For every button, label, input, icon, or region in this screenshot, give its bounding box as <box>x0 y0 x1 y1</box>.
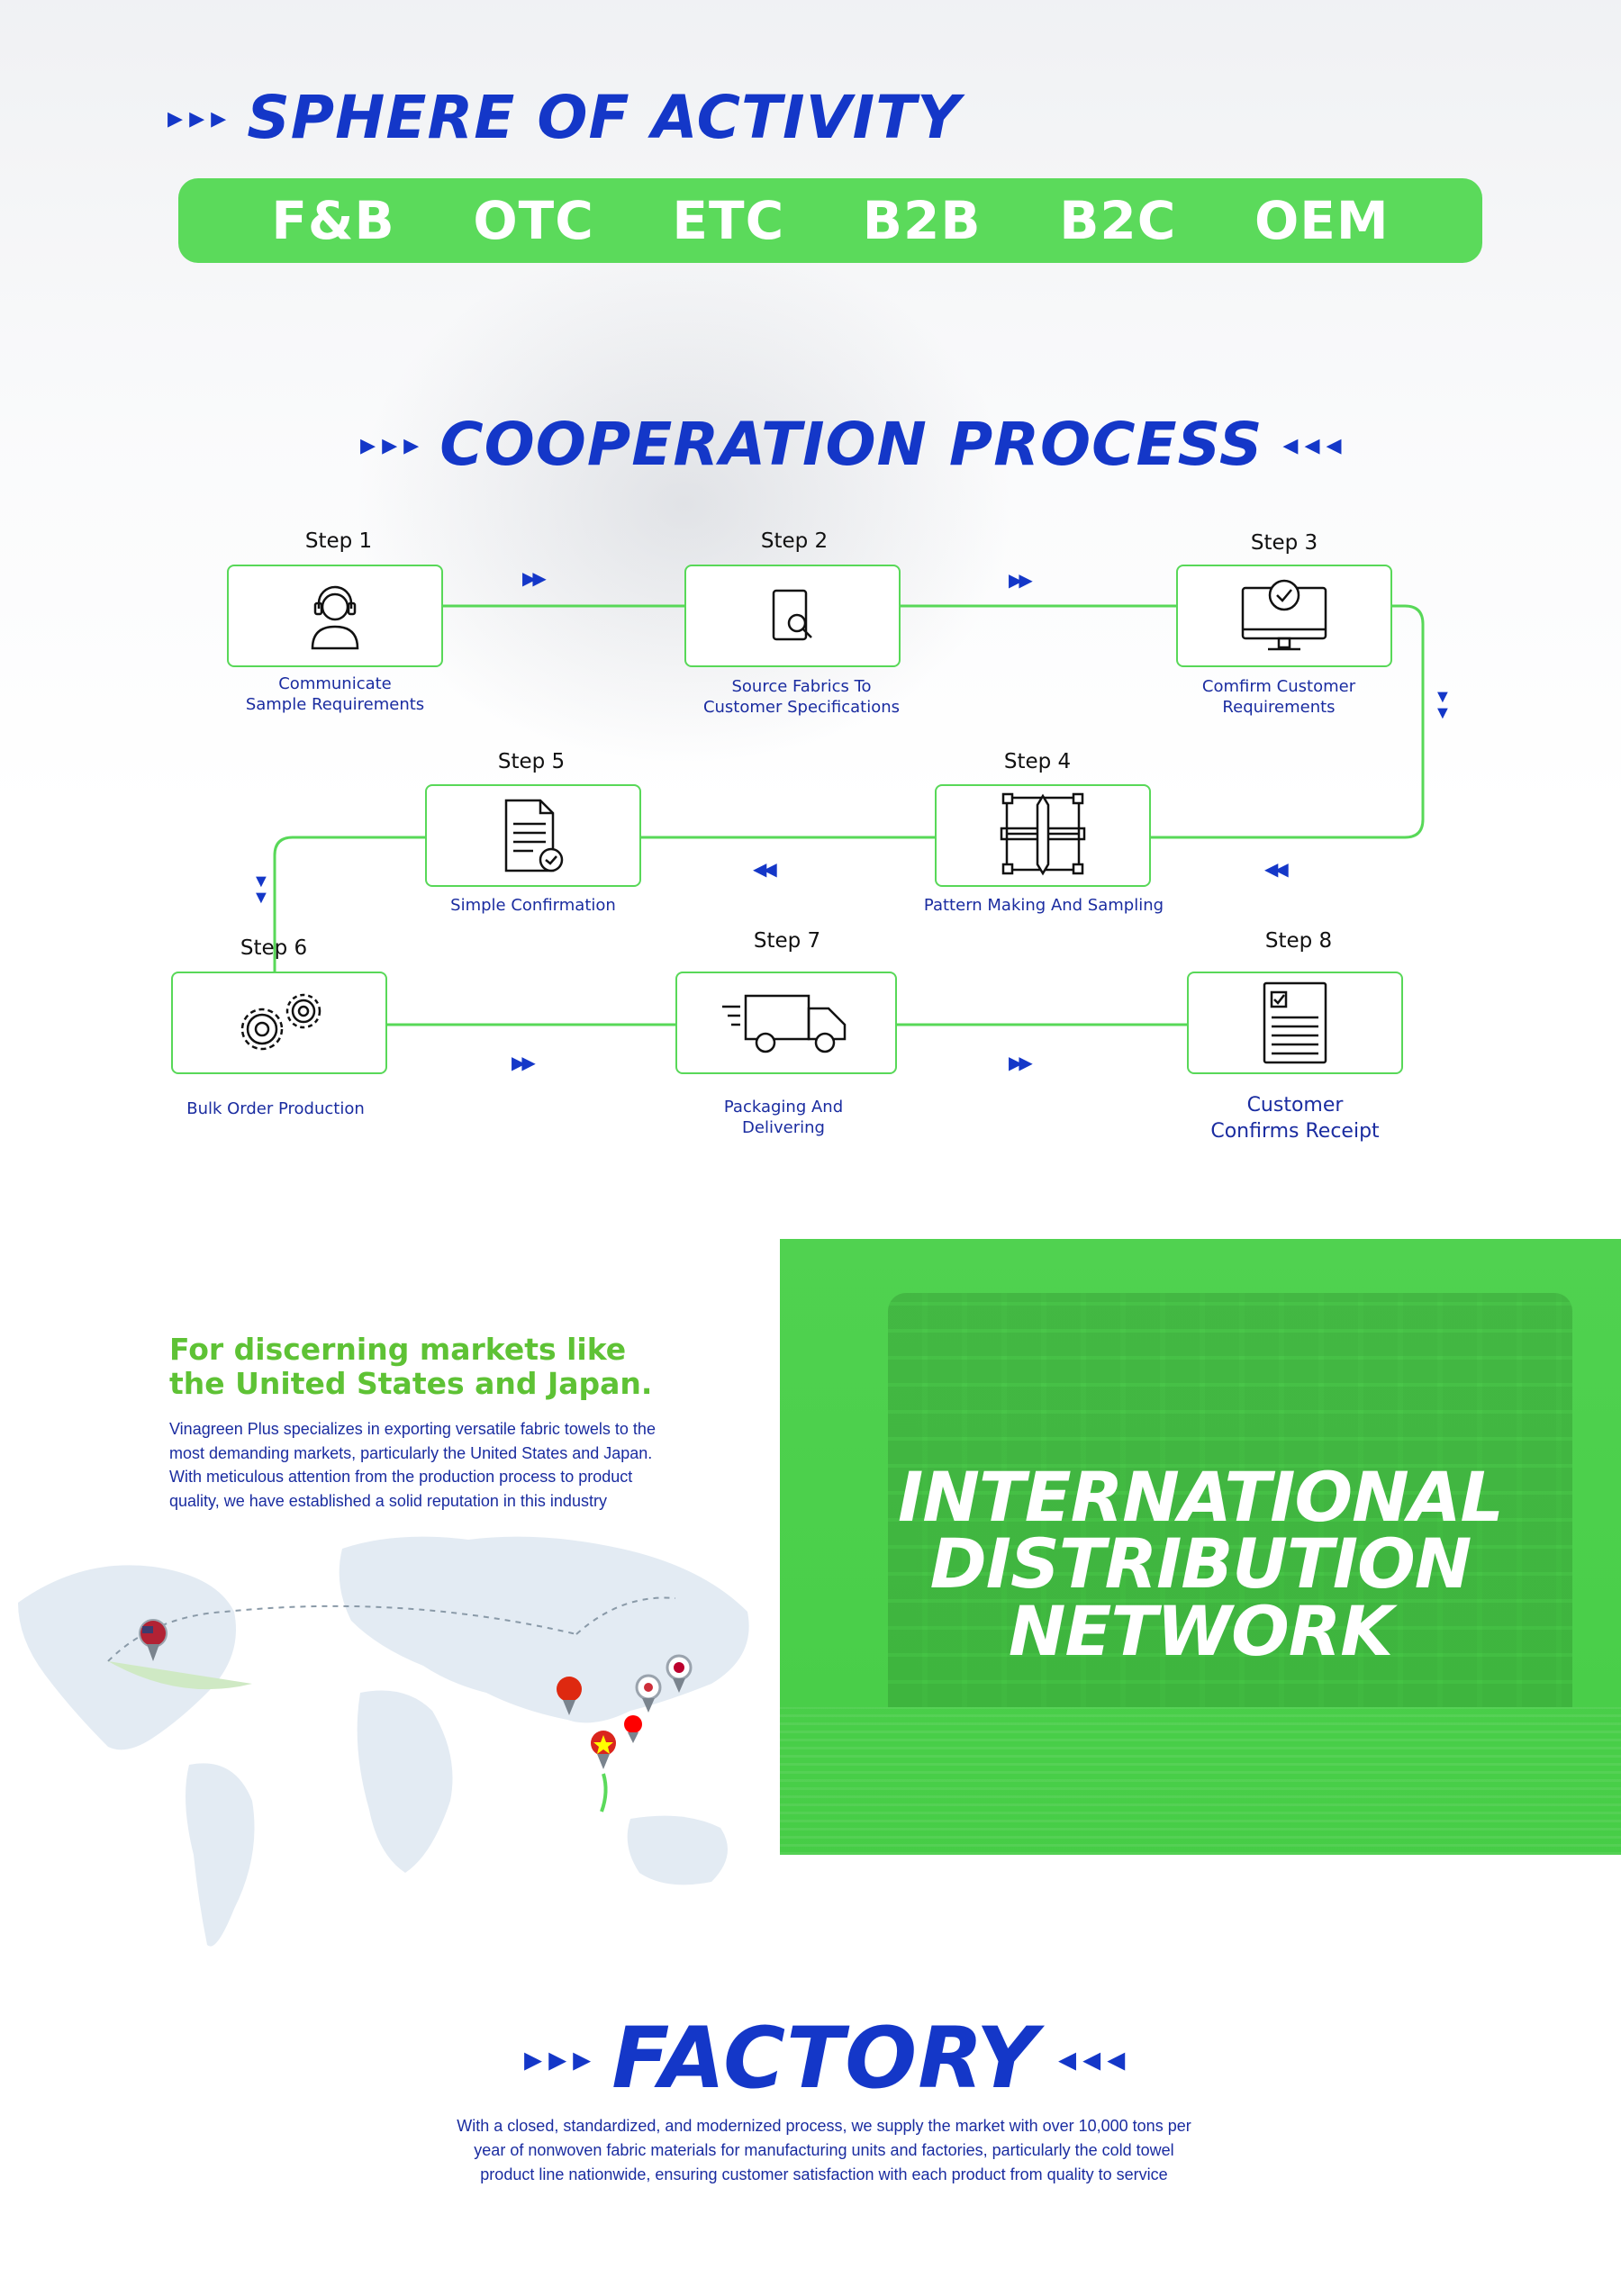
step-3-title: Step 3 <box>1250 531 1318 555</box>
step-7-title: Step 7 <box>753 929 821 953</box>
step-4-title: Step 4 <box>1003 750 1072 773</box>
step-2-box <box>684 565 901 667</box>
step-7-box <box>675 972 897 1074</box>
step-1-box <box>227 565 443 667</box>
activity-item-b2c: B2C <box>1059 190 1177 251</box>
markets-text: Vinagreen Plus specializes in exporting … <box>169 1420 656 1510</box>
cooperation-heading: ▸▸▸ COOPERATION PROCESS ◂◂◂ <box>360 410 1343 479</box>
gears-icon <box>240 993 321 1051</box>
water-background <box>780 1707 1621 1855</box>
headset-person-icon <box>311 585 359 650</box>
flow-arrow-down-icon: ▼▼ <box>252 872 270 908</box>
markets-title: For discerning markets like the United S… <box>169 1332 653 1401</box>
flow-arrow-right-icon: ▶▶ <box>512 1053 536 1073</box>
flow-arrow-right-icon: ▶▶ <box>1009 1053 1033 1073</box>
factory-text: With a closed, standardized, and moderni… <box>457 2117 1191 2183</box>
step-8-title: Step 8 <box>1264 929 1333 953</box>
chevron-right-icon: ▸▸▸ <box>168 99 228 136</box>
step-5-label: Simple Confirmation <box>450 896 616 915</box>
design-tools-icon <box>1000 792 1086 876</box>
distribution-title-line1: INTERNATIONAL <box>898 1457 1504 1537</box>
document-search-icon <box>772 589 812 641</box>
step-8-box <box>1187 972 1403 1074</box>
world-map <box>18 1536 749 1947</box>
chevron-left-icon: ◂◂◂ <box>1058 2038 1127 2080</box>
step-4-box <box>935 784 1151 887</box>
distribution-title-line2: DISTRIBUTION <box>929 1523 1472 1604</box>
chevron-right-icon: ▸▸▸ <box>360 426 421 463</box>
delivery-truck-icon <box>722 994 847 1053</box>
activity-item-b2b: B2B <box>862 190 982 251</box>
activity-item-fb: F&B <box>271 190 395 251</box>
flow-arrow-right-icon: ▶▶ <box>522 569 547 589</box>
distribution-title-line3: NETWORK <box>1008 1590 1393 1671</box>
chevron-right-icon: ▸▸▸ <box>524 2038 593 2080</box>
step-5-box <box>425 784 641 887</box>
step-2-title: Step 2 <box>760 529 829 553</box>
flow-arrow-left-icon: ◀◀ <box>753 860 777 880</box>
activity-bar: F&B OTC ETC B2B B2C OEM <box>178 178 1482 263</box>
sphere-title: SPHERE OF ACTIVITY <box>247 83 962 152</box>
factory-title: FACTORY <box>611 2010 1039 2108</box>
monitor-check-icon <box>1241 579 1327 651</box>
checklist-clipboard-icon <box>1263 981 1327 1064</box>
activity-item-etc: ETC <box>672 190 785 251</box>
flow-arrow-left-icon: ◀◀ <box>1264 860 1289 880</box>
step-6-title: Step 6 <box>240 936 308 960</box>
step-5-title: Step 5 <box>497 750 566 773</box>
step-6-label: Bulk Order Production <box>186 1099 365 1118</box>
chevron-left-icon: ◂◂◂ <box>1282 426 1343 463</box>
sphere-heading: ▸▸▸ SPHERE OF ACTIVITY <box>168 83 961 152</box>
process-flow-lines <box>273 604 1425 1026</box>
step-1-title: Step 1 <box>304 529 373 553</box>
container-ship-background <box>888 1293 1572 1707</box>
activity-item-oem: OEM <box>1254 190 1390 251</box>
step-6-box <box>171 972 387 1074</box>
step-3-box <box>1176 565 1392 667</box>
flow-arrow-down-icon: ▼▼ <box>1434 687 1452 723</box>
step-4-label: Pattern Making And Sampling <box>923 896 1164 915</box>
top-background <box>0 0 1621 810</box>
cooperation-title: COOPERATION PROCESS <box>439 410 1263 479</box>
factory-heading: ▸▸▸ FACTORY ◂◂◂ <box>524 2010 1126 2108</box>
document-check-icon <box>504 799 564 872</box>
flow-arrow-right-icon: ▶▶ <box>1009 571 1033 591</box>
distribution-title: INTERNATIONAL DISTRIBUTION NETWORK <box>780 1457 1621 1671</box>
distribution-panel: INTERNATIONAL DISTRIBUTION NETWORK <box>780 1239 1621 1855</box>
activity-item-otc: OTC <box>473 190 594 251</box>
